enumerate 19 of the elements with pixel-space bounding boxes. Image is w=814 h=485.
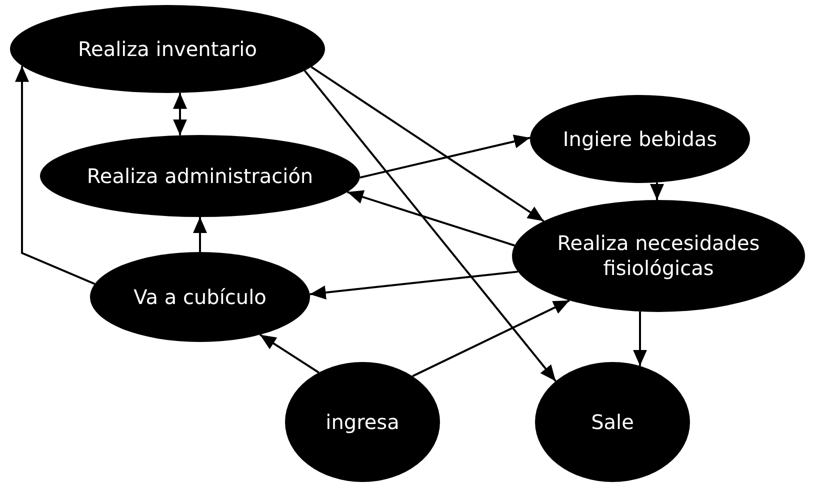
arrow [193, 217, 207, 252]
arrow [633, 312, 647, 366]
arrow [310, 270, 518, 300]
node-label: Va a cubículo [134, 284, 266, 310]
arrow [412, 300, 570, 378]
arrow [360, 134, 530, 179]
node-label: Sale [591, 410, 634, 434]
node-label: Realiza necesidades fisiológicas [556, 231, 761, 281]
arrow [650, 182, 664, 200]
arrow [310, 66, 544, 222]
arrow [304, 70, 556, 382]
double-arrow [173, 92, 187, 136]
node-label: Realiza administración [86, 164, 314, 188]
node-label: ingresa [326, 410, 400, 434]
arrow [346, 190, 515, 246]
node-label: Ingiere bebidas [562, 126, 718, 152]
arrow [259, 334, 320, 374]
arrow [15, 66, 96, 285]
node-label: Realiza inventario [78, 36, 257, 62]
